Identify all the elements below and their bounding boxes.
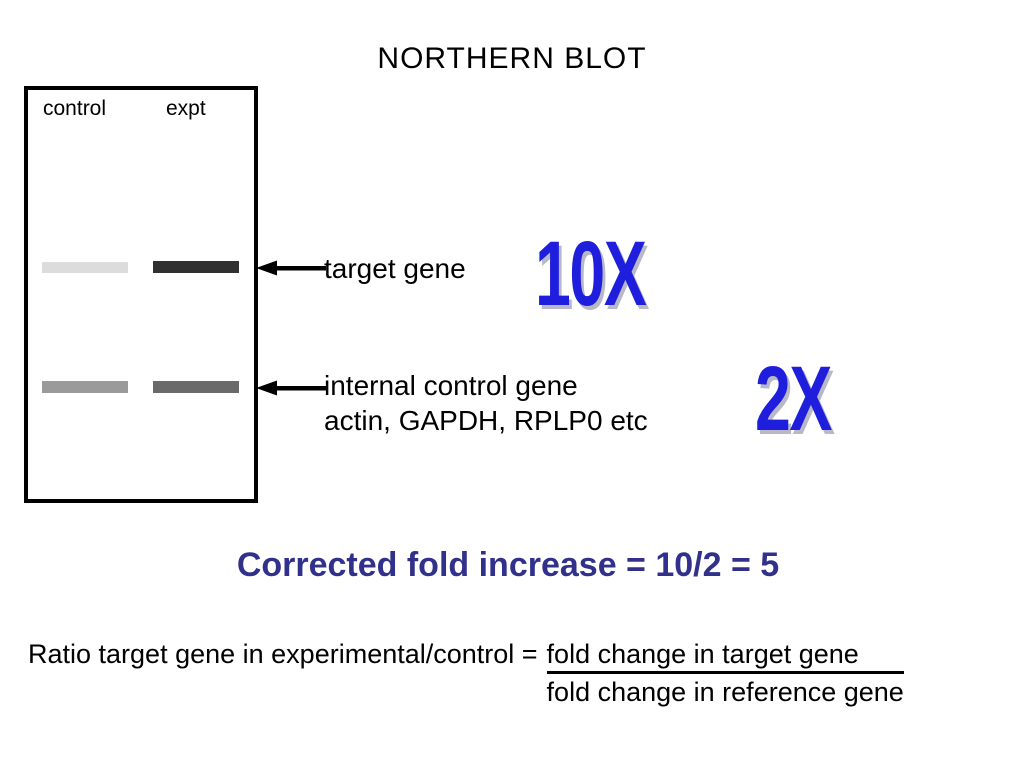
ratio-formula-fraction: fold change in target gene fold change i… xyxy=(546,638,904,709)
corrected-fold-increase-line: Corrected fold increase = 10/2 = 5 xyxy=(236,546,780,584)
slide-title: NORTHERN BLOT xyxy=(377,42,647,75)
lane-label-control: control xyxy=(43,97,107,120)
ratio-formula-numerator: fold change in target gene xyxy=(546,638,904,674)
band-target-expt xyxy=(153,261,239,273)
internal-control-label-line1: internal control gene xyxy=(324,370,578,401)
ratio-formula-denominator: fold change in reference gene xyxy=(546,677,904,707)
internal-control-arrow-icon xyxy=(256,380,326,396)
target-gene-arrow-icon xyxy=(256,260,326,276)
gel-blot-panel: control expt xyxy=(24,86,258,503)
band-internal-expt xyxy=(153,381,239,393)
internal-control-label: internal control gene actin, GAPDH, RPLP… xyxy=(324,368,648,438)
band-target-control xyxy=(42,262,128,273)
fold-change-10x: 10X xyxy=(535,223,647,325)
fold-change-2x: 2X xyxy=(755,348,832,450)
lane-label-expt: expt xyxy=(166,97,206,120)
internal-control-label-line2: actin, GAPDH, RPLP0 etc xyxy=(324,405,648,436)
ratio-formula: Ratio target gene in experimental/contro… xyxy=(28,638,904,709)
target-gene-label: target gene xyxy=(324,253,466,284)
ratio-formula-lhs: Ratio target gene in experimental/contro… xyxy=(28,639,538,669)
band-internal-control xyxy=(42,381,128,393)
